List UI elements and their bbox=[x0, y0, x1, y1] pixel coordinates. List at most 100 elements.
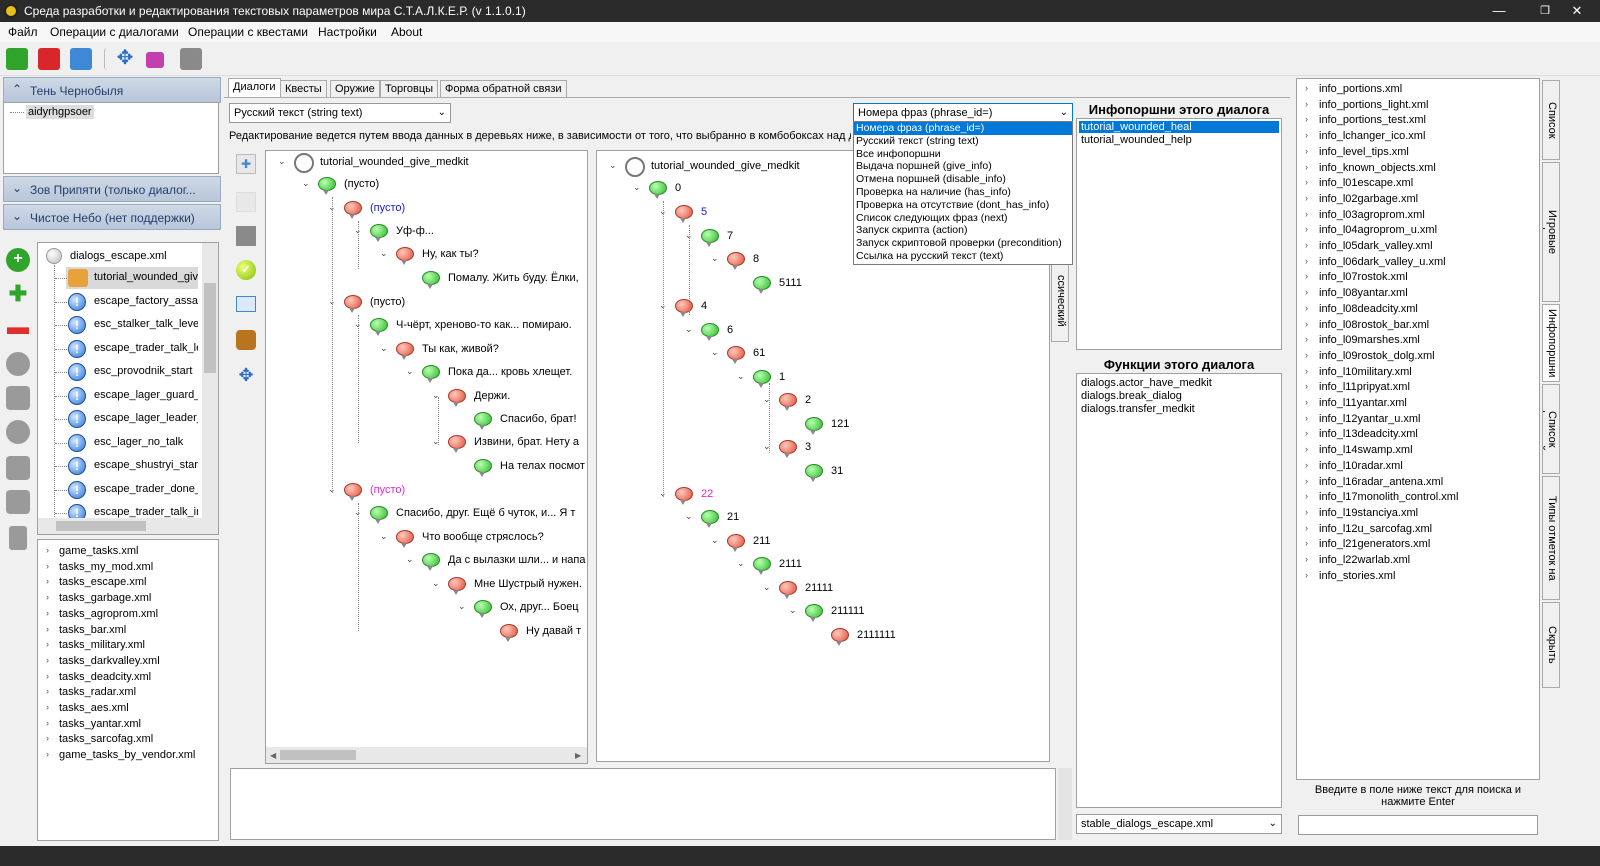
info-file-item[interactable]: ›info_l07rostok.xml bbox=[1305, 271, 1535, 285]
maximize-button[interactable]: ❐ bbox=[1540, 5, 1550, 17]
info-file-item[interactable]: ›info_l13deadcity.xml bbox=[1305, 428, 1535, 442]
chevron-right-icon[interactable]: › bbox=[1305, 475, 1308, 486]
tab-classic-view[interactable]: ссический вид bbox=[1051, 260, 1069, 342]
info-file-item[interactable]: ›info_l03agroprom.xml bbox=[1305, 209, 1535, 223]
disabled-tool-icon[interactable] bbox=[236, 226, 256, 246]
tab-weapons[interactable]: Оружие bbox=[330, 80, 380, 97]
add-icon[interactable]: ✚ bbox=[8, 281, 28, 306]
collapse-icon[interactable]: ⌄ bbox=[659, 206, 667, 216]
info-file-item[interactable]: ›info_l17monolith_control.xml bbox=[1305, 491, 1535, 505]
tasks-file-item[interactable]: ›tasks_bar.xml bbox=[46, 624, 216, 638]
chevron-right-icon[interactable]: › bbox=[1305, 130, 1308, 141]
add-circle-icon[interactable]: + bbox=[6, 248, 30, 272]
dialog-list-item[interactable]: !escape_lager_leader_ bbox=[38, 408, 198, 430]
collapse-icon[interactable]: ⌄ bbox=[609, 160, 617, 170]
chevron-right-icon[interactable]: › bbox=[46, 670, 49, 681]
scroll-left-icon[interactable]: ◀ bbox=[270, 751, 277, 760]
chevron-right-icon[interactable]: › bbox=[46, 702, 49, 712]
collapse-icon[interactable]: ⌄ bbox=[711, 347, 719, 357]
chevron-right-icon[interactable]: › bbox=[1305, 444, 1308, 455]
tasks-file-item[interactable]: ›tasks_aes.xml bbox=[46, 702, 216, 716]
chevron-right-icon[interactable]: › bbox=[46, 749, 49, 760]
chevron-right-icon[interactable]: › bbox=[1305, 145, 1308, 156]
chevron-right-icon[interactable]: › bbox=[46, 686, 49, 697]
dropdown-option[interactable]: Отмена поршней (disable_info) bbox=[856, 173, 1006, 186]
chevron-right-icon[interactable]: › bbox=[1305, 287, 1308, 298]
chevron-right-icon[interactable]: › bbox=[1305, 491, 1308, 502]
info-file-item[interactable]: ›info_portions.xml bbox=[1305, 83, 1535, 97]
chevron-right-icon[interactable]: › bbox=[46, 654, 49, 665]
chevron-right-icon[interactable]: › bbox=[46, 733, 49, 744]
collapse-icon[interactable]: ⌄ bbox=[432, 436, 440, 446]
info-file-item[interactable]: ›info_known_objects.xml bbox=[1305, 162, 1535, 176]
scrollbar-thumb[interactable] bbox=[204, 283, 216, 373]
collapse-icon[interactable]: ⌄ bbox=[432, 390, 440, 400]
collapse-icon[interactable]: ⌄ bbox=[302, 178, 310, 188]
dialog-list-item[interactable]: !esc_provodnik_start bbox=[38, 361, 198, 383]
phrase-text-editor[interactable] bbox=[230, 768, 1056, 840]
scroll-right-icon[interactable]: ▶ bbox=[575, 751, 582, 760]
chevron-right-icon[interactable]: › bbox=[46, 560, 49, 571]
collapse-icon[interactable]: ⌄ bbox=[406, 366, 414, 376]
tasks-file-item[interactable]: ›tasks_agroprom.xml bbox=[46, 608, 216, 622]
collapse-icon[interactable]: ⌄ bbox=[354, 507, 362, 517]
chevron-right-icon[interactable]: › bbox=[1305, 98, 1308, 109]
remove-icon[interactable]: ▬ bbox=[7, 314, 29, 339]
chevron-right-icon[interactable]: › bbox=[1305, 83, 1308, 93]
info-file-item[interactable]: ›info_l11pripyat.xml bbox=[1305, 381, 1535, 395]
phrase-mode-dropdown[interactable]: Номера фраз (phrase_id=) Русский текст (… bbox=[853, 121, 1073, 265]
collapse-icon[interactable]: ⌄ bbox=[406, 554, 414, 564]
dropdown-option[interactable]: Проверка на отсутствие (dont_has_info) bbox=[856, 198, 1050, 211]
window-icon[interactable] bbox=[70, 48, 92, 70]
collapse-icon[interactable]: ⌄ bbox=[763, 441, 771, 451]
chevron-right-icon[interactable]: › bbox=[46, 545, 49, 555]
tab-traders[interactable]: Торговцы bbox=[380, 80, 439, 97]
menu-about[interactable]: About bbox=[391, 25, 423, 39]
disabled-tool-icon[interactable] bbox=[180, 48, 202, 70]
dropdown-option[interactable]: Номера фраз (phrase_id=) bbox=[854, 122, 1072, 135]
accordion-shadow-of-chernobyl[interactable]: ⌃Тень Чернобыля bbox=[3, 77, 221, 103]
text-mode-combo[interactable]: Русский текст (string text)⌄ bbox=[229, 103, 451, 123]
info-file-item[interactable]: ›info_l01escape.xml bbox=[1305, 177, 1535, 191]
chevron-right-icon[interactable]: › bbox=[46, 607, 49, 618]
collapse-icon[interactable]: ⌄ bbox=[380, 531, 388, 541]
chevron-right-icon[interactable]: › bbox=[1305, 114, 1308, 125]
menu-quest-ops[interactable]: Операции с квестами bbox=[188, 25, 308, 39]
info-file-item[interactable]: ›info_l08deadcity.xml bbox=[1305, 303, 1535, 317]
chevron-right-icon[interactable]: › bbox=[1305, 459, 1308, 470]
info-file-item[interactable]: ›info_l11yantar.xml bbox=[1305, 397, 1535, 411]
dialog-list-item[interactable]: !escape_trader_done_ bbox=[38, 479, 198, 501]
save-icon[interactable] bbox=[38, 48, 60, 70]
dialog-list-item[interactable]: !escape_trader_talk_in bbox=[38, 502, 198, 524]
collapse-icon[interactable]: ⌄ bbox=[328, 296, 336, 306]
info-file-item[interactable]: ›info_l14swamp.xml bbox=[1305, 444, 1535, 458]
disabled-tool-icon[interactable] bbox=[6, 420, 30, 444]
disabled-tool-icon[interactable] bbox=[9, 526, 27, 550]
search-input[interactable] bbox=[1298, 815, 1538, 835]
collapse-icon[interactable]: ⌄ bbox=[711, 253, 719, 263]
tab-functions-list[interactable]: Список функций bbox=[1542, 384, 1560, 474]
info-file-item[interactable]: ›info_l12yantar_u.xml bbox=[1305, 413, 1535, 427]
info-file-item[interactable]: ›info_lchanger_ico.xml bbox=[1305, 130, 1535, 144]
chevron-right-icon[interactable]: › bbox=[1305, 255, 1308, 266]
info-file-item[interactable]: ›info_portions_test.xml bbox=[1305, 114, 1535, 128]
info-file-item[interactable]: ›info_l06dark_valley_u.xml bbox=[1305, 256, 1535, 270]
collapse-icon[interactable]: ⌄ bbox=[380, 343, 388, 353]
menu-file[interactable]: Файл bbox=[8, 25, 38, 39]
dropdown-option[interactable]: Список следующих фраз (next) bbox=[856, 211, 1008, 224]
collapse-icon[interactable]: ⌄ bbox=[685, 511, 693, 521]
chevron-right-icon[interactable]: › bbox=[1305, 271, 1308, 282]
info-file-item[interactable]: ›info_l12u_sarcofag.xml bbox=[1305, 523, 1535, 537]
move-icon[interactable]: ✥ bbox=[116, 47, 134, 69]
info-file-item[interactable]: ›info_stories.xml bbox=[1305, 570, 1535, 584]
dialog-list-item[interactable]: !esc_lager_no_talk bbox=[38, 432, 198, 454]
accordion-clear-sky[interactable]: ⌄Чистое Небо (нет поддержки) bbox=[3, 204, 221, 230]
accordion-call-of-pripyat[interactable]: ⌄Зов Припяти (только диалог... bbox=[3, 176, 221, 202]
chevron-right-icon[interactable]: › bbox=[1305, 318, 1308, 329]
chevron-right-icon[interactable]: › bbox=[46, 639, 49, 650]
disabled-tool-icon[interactable] bbox=[6, 456, 30, 480]
chevron-right-icon[interactable]: › bbox=[1305, 522, 1308, 533]
dropdown-option[interactable]: Русский текст (string text) bbox=[856, 134, 979, 147]
chevron-right-icon[interactable]: › bbox=[46, 717, 49, 728]
info-file-item[interactable]: ›info_l19stanciya.xml bbox=[1305, 507, 1535, 521]
